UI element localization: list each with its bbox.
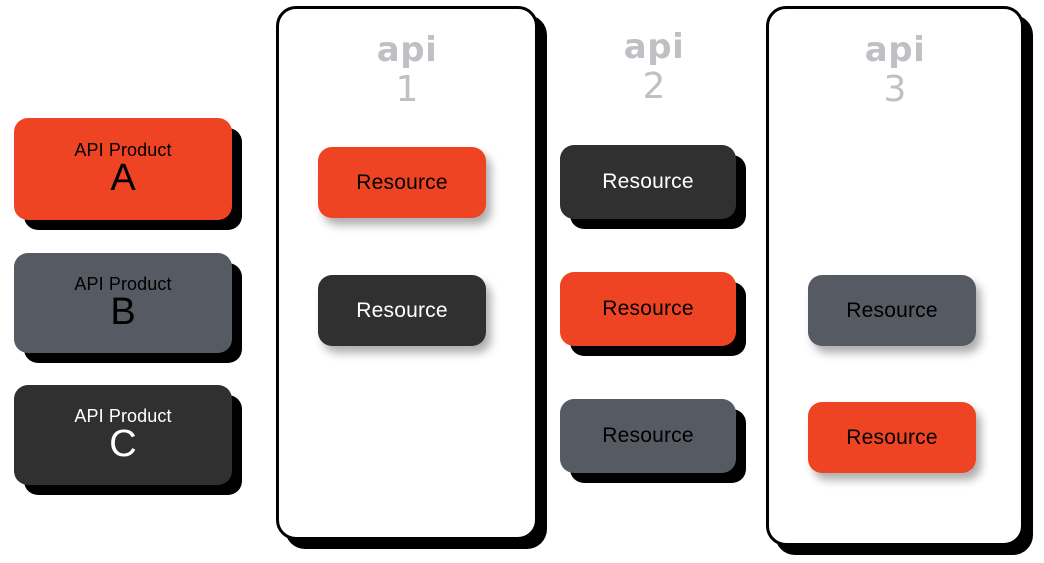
resource-label: Resource [602,170,694,193]
api-product-title: API Product [74,139,172,160]
resource-label: Resource [356,298,448,322]
api-product-letter: B [110,291,136,334]
api-product-title: API Product [74,273,172,294]
resource-chip[interactable]: Resource [560,399,736,473]
resource-chip[interactable]: Resource [560,272,736,346]
api-number: 1 [395,68,419,110]
resource-label: Resource [846,425,938,449]
api-product-letter: A [110,157,136,200]
api-label: api [864,30,926,70]
resource-chip[interactable]: Resource [808,275,976,346]
resource-chip[interactable]: Resource [318,275,486,346]
api-product-letter: C [109,423,137,466]
api-product-title: API Product [74,405,172,426]
resource-label: Resource [846,298,938,322]
api-number: 2 [642,65,666,107]
api-label: api [623,27,685,67]
resource-label: Resource [602,424,694,447]
resource-label: Resource [602,297,694,320]
resource-chip[interactable]: Resource [560,145,736,219]
api-label: api [376,30,438,70]
resource-chip[interactable]: Resource [808,402,976,473]
api-number: 3 [883,68,907,110]
resource-label: Resource [356,170,448,194]
resource-chip[interactable]: Resource [318,147,486,218]
